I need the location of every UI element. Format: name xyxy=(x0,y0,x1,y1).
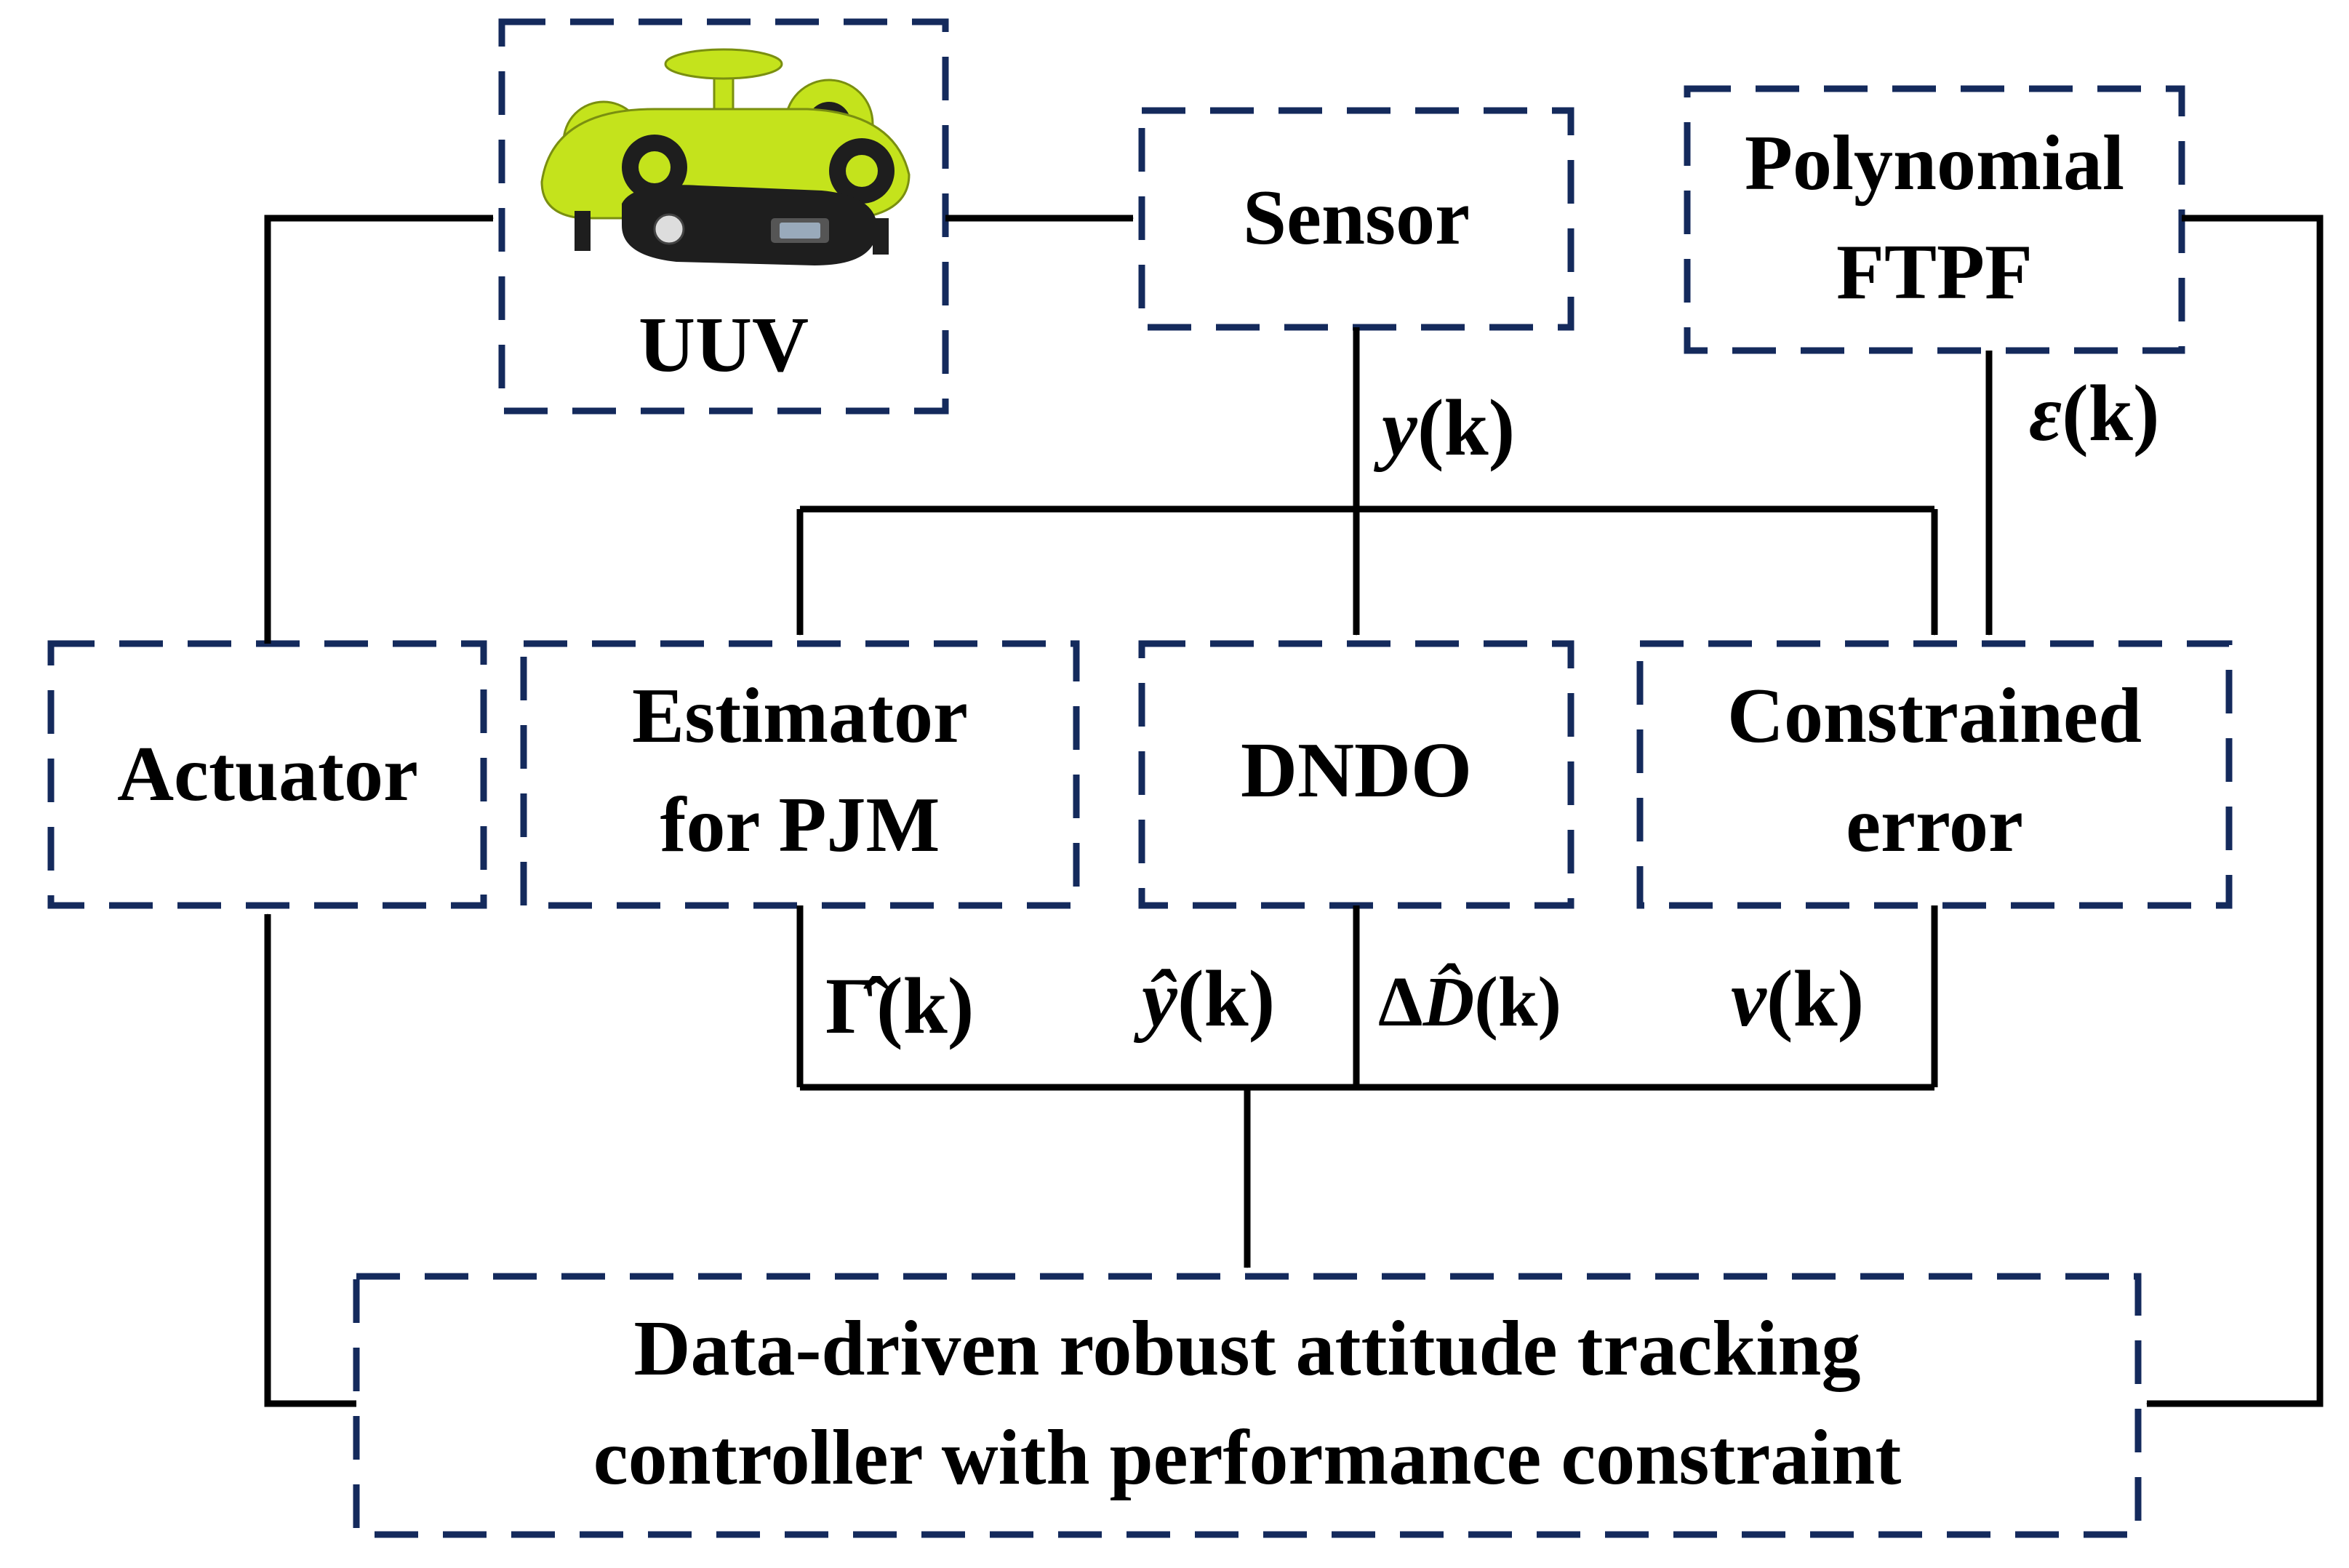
signal-nu-label: ν(k) xyxy=(1731,954,1864,1043)
sensor-label: Sensor xyxy=(1243,175,1470,261)
uuv-label: UUV xyxy=(639,302,809,388)
constrained-error-block xyxy=(1636,640,2233,909)
signal-epsilon-label: ε(k) xyxy=(2029,369,2160,457)
wire-ftpf-to-controller xyxy=(2146,215,2324,1407)
signal-y-hat-label: ŷ(k) xyxy=(1133,954,1275,1043)
ftpf-label-line1: Polynomial xyxy=(1745,120,2124,207)
controller-label-line2: controller with performance constraint xyxy=(593,1415,1902,1501)
ftpf-label-line2: FTPF xyxy=(1836,229,2033,316)
wire-actuator-to-uuv xyxy=(264,215,494,644)
wire-controller-to-actuator xyxy=(264,913,356,1407)
constrained-error-label-line2: error xyxy=(1846,782,2023,868)
signal-delta-d-hat-label: ΔD̂(k) xyxy=(1378,963,1561,1041)
dndo-label: DNDO xyxy=(1241,727,1472,814)
actuator-label: Actuator xyxy=(117,731,418,817)
controller-label-line1: Data-driven robust attitude tracking xyxy=(634,1305,1861,1392)
estimator-label-line1: Estimator xyxy=(632,673,968,759)
constrained-error-label-line1: Constrained xyxy=(1727,673,2142,759)
estimator-block xyxy=(520,640,1080,909)
uuv-vehicle-illustration xyxy=(540,48,911,265)
estimator-label-line2: for PJM xyxy=(660,782,940,868)
signal-y-label: y(k) xyxy=(1373,383,1515,472)
controller-block xyxy=(353,1273,2142,1538)
signal-gamma-hat-label: Γ̂(k) xyxy=(825,961,974,1050)
